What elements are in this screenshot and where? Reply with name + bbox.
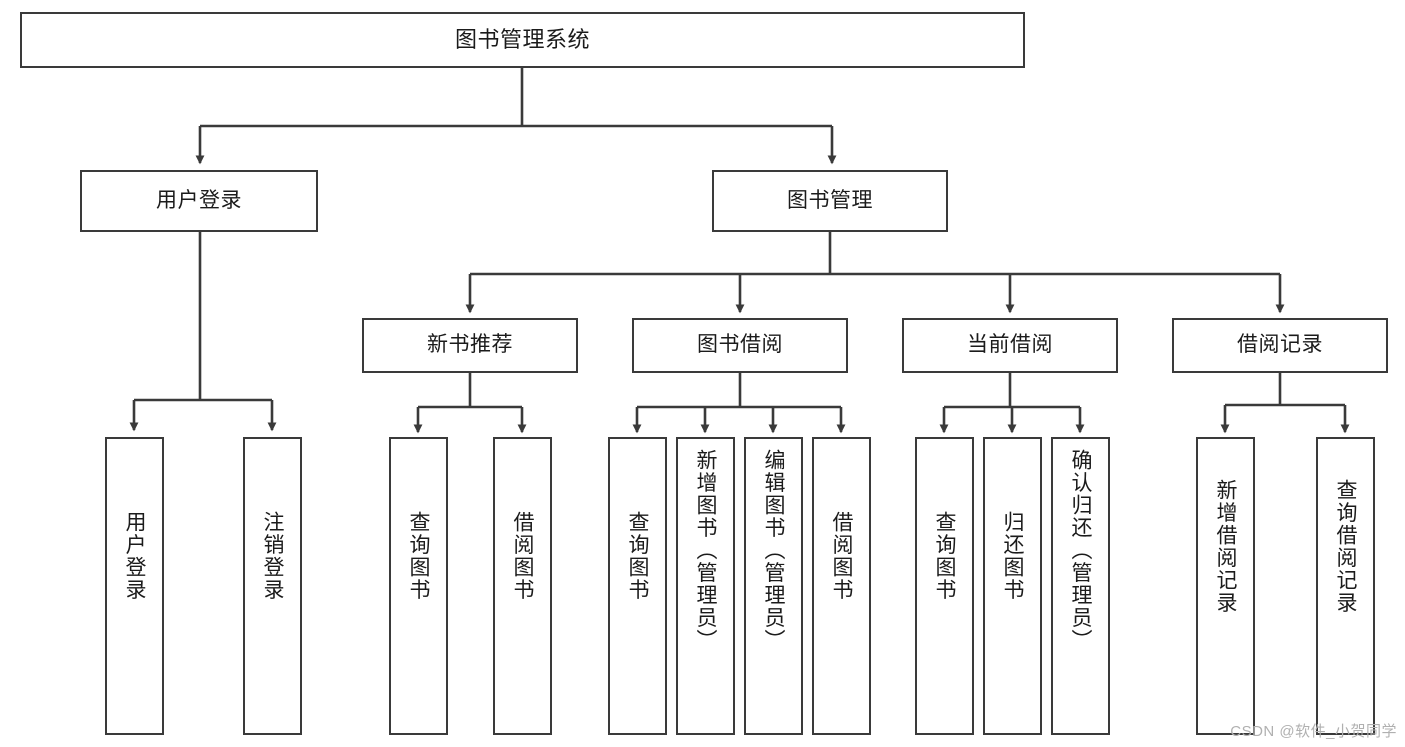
node-label: 注销登录	[261, 511, 284, 601]
node-label: 用户登录	[156, 188, 242, 212]
node-leaf-confirm-return[interactable]: 确认归还（管理员）	[1051, 437, 1110, 735]
node-label: 新书推荐	[427, 333, 513, 357]
node-label: 图书借阅	[697, 333, 783, 357]
node-current-borrow[interactable]: 当前借阅	[902, 318, 1118, 373]
node-borrow-record[interactable]: 借阅记录	[1172, 318, 1388, 373]
node-label: 编辑图书（管理员）	[762, 449, 785, 652]
node-label: 图书管理系统	[454, 27, 590, 53]
node-root-book-management-system[interactable]: 图书管理系统	[20, 12, 1025, 68]
node-label: 归还图书	[1001, 511, 1024, 601]
node-label: 图书管理	[787, 188, 873, 212]
node-label: 借阅记录	[1237, 333, 1323, 357]
node-label: 借阅图书	[830, 511, 853, 601]
node-leaf-query-book-2[interactable]: 查询图书	[608, 437, 667, 735]
node-leaf-add-record[interactable]: 新增借阅记录	[1196, 437, 1255, 735]
node-user-login[interactable]: 用户登录	[80, 170, 318, 232]
node-label: 查询图书	[933, 511, 956, 601]
node-leaf-query-record[interactable]: 查询借阅记录	[1316, 437, 1375, 735]
node-leaf-borrow-book-2[interactable]: 借阅图书	[812, 437, 871, 735]
node-label: 新增图书（管理员）	[694, 449, 717, 652]
node-leaf-add-book[interactable]: 新增图书（管理员）	[676, 437, 735, 735]
node-label: 查询借阅记录	[1334, 479, 1357, 614]
node-label: 借阅图书	[511, 511, 534, 601]
node-leaf-logout[interactable]: 注销登录	[243, 437, 302, 735]
node-book-borrow[interactable]: 图书借阅	[632, 318, 848, 373]
node-leaf-return-book[interactable]: 归还图书	[983, 437, 1042, 735]
node-label: 确认归还（管理员）	[1069, 449, 1092, 652]
node-leaf-edit-book[interactable]: 编辑图书（管理员）	[744, 437, 803, 735]
node-leaf-user-login[interactable]: 用户登录	[105, 437, 164, 735]
node-label: 当前借阅	[967, 333, 1053, 357]
node-label: 查询图书	[407, 511, 430, 601]
node-book-manage[interactable]: 图书管理	[712, 170, 948, 232]
csdn-watermark: CSDN @软件_小贺同学	[1230, 723, 1397, 740]
node-label: 用户登录	[123, 511, 146, 601]
node-label: 新增借阅记录	[1214, 479, 1237, 614]
node-new-book-recommend[interactable]: 新书推荐	[362, 318, 578, 373]
node-leaf-borrow-book-1[interactable]: 借阅图书	[493, 437, 552, 735]
node-leaf-query-book-1[interactable]: 查询图书	[389, 437, 448, 735]
node-label: 查询图书	[626, 511, 649, 601]
node-leaf-query-book-3[interactable]: 查询图书	[915, 437, 974, 735]
